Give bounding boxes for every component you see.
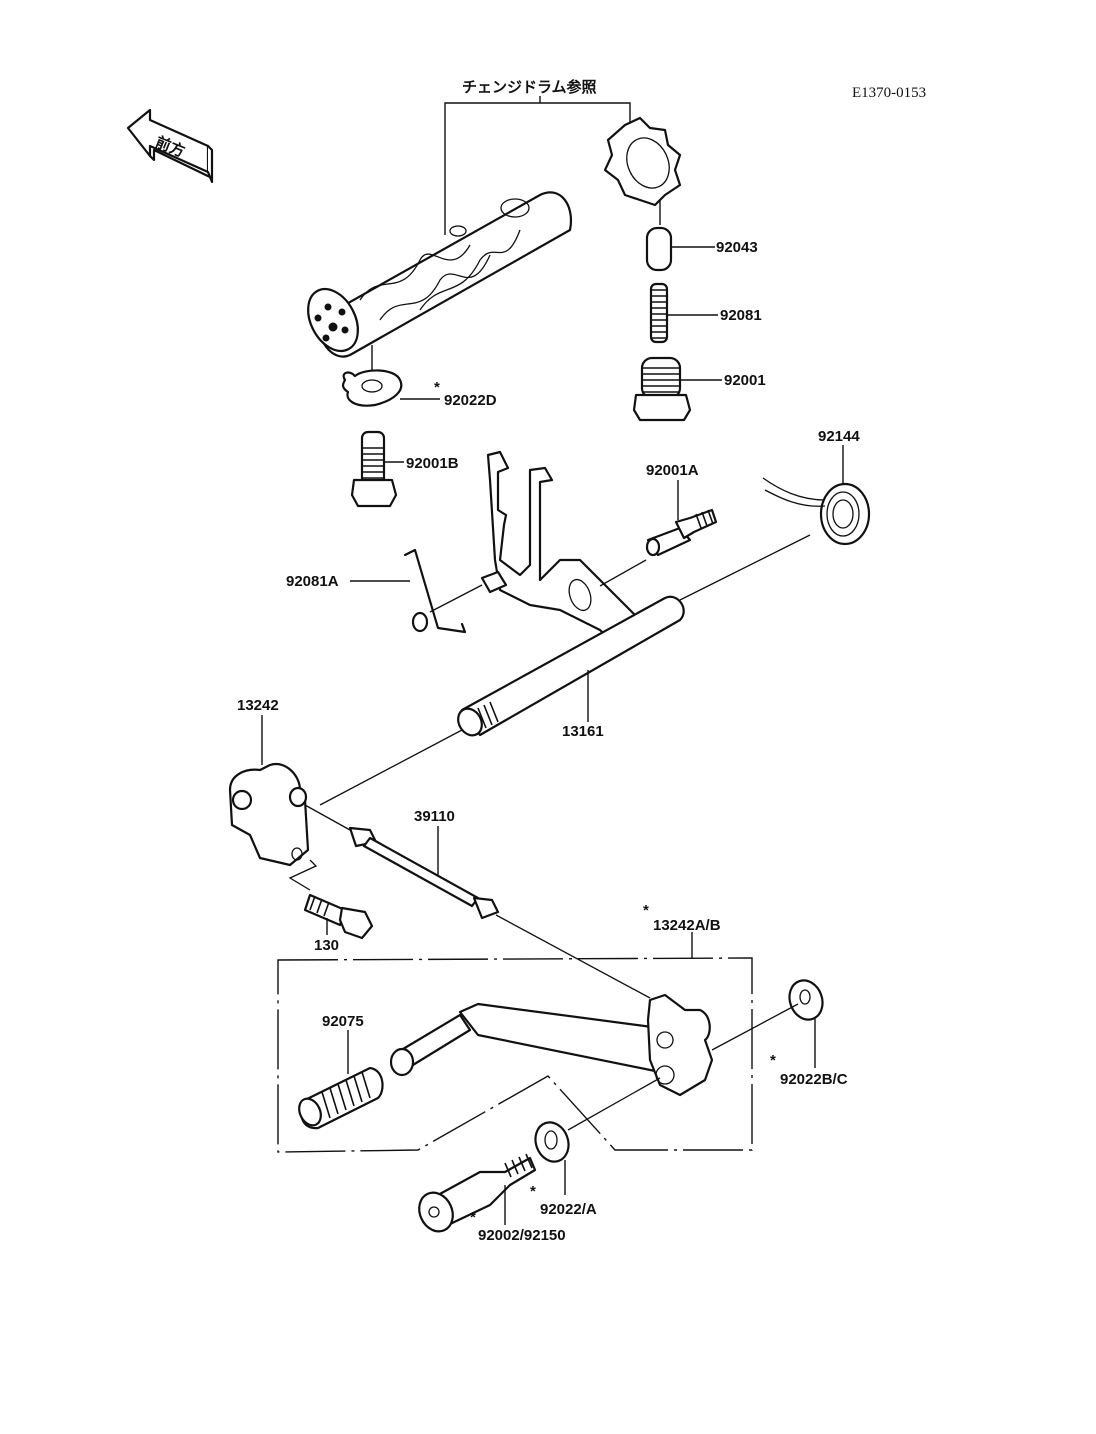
part-92075-pedal-rubber: 92075 — [298, 1013, 384, 1130]
label-130: 130 — [314, 937, 339, 954]
part-13242AB-shift-pedal — [389, 993, 714, 1097]
label-92002-92150: 92002/92150 — [478, 1227, 566, 1244]
part-92081-spring: 92081 — [649, 282, 762, 344]
diagram-reference-code: E1370-0153 — [852, 85, 926, 101]
label-92075: 92075 — [322, 1013, 364, 1030]
label-92022A: 92022/A — [540, 1201, 597, 1218]
label-92022D: 92022D — [444, 392, 497, 409]
change-drum-star-wheel — [603, 116, 682, 207]
label-13242AB: 13242A/B — [653, 917, 721, 934]
asterisk-13242AB: * — [643, 902, 649, 919]
label-92001A: 92001A — [646, 462, 699, 479]
shift-pedal-group-outline: * 13242A/B — [277, 902, 753, 1153]
asterisk-92022D: * — [434, 379, 440, 396]
asterisk-92002: * — [470, 1209, 476, 1226]
asterisk-92022A: * — [530, 1183, 536, 1200]
label-92144: 92144 — [818, 428, 860, 445]
part-92001A-stud: 92001A — [645, 462, 718, 557]
part-92081A-spring: 92081A — [286, 548, 467, 634]
part-92022D-washer: * 92022D — [341, 369, 497, 409]
part-13242-shift-lever: 13242 — [228, 697, 310, 867]
change-drum-reference-note: チェンジドラム参照 — [462, 78, 597, 96]
change-drum — [307, 191, 573, 358]
label-92001: 92001 — [724, 372, 766, 389]
label-92081A: 92081A — [286, 573, 339, 590]
label-39110: 39110 — [414, 808, 455, 825]
part-92001-plug: 92001 — [632, 356, 766, 422]
part-92022A-washer: * 92022/A — [530, 1121, 597, 1218]
part-39110-tie-rod: 39110 — [304, 804, 500, 920]
change-drum-bracket — [444, 96, 631, 235]
part-92022BC-washer: * 92022B/C — [770, 979, 848, 1088]
part-13161-shift-shaft: 13161 — [457, 595, 685, 740]
part-92144-torsion-spring: 92144 — [762, 428, 871, 546]
label-92022BC: 92022B/C — [780, 1071, 848, 1088]
label-92001B: 92001B — [406, 455, 459, 472]
label-92081: 92081 — [720, 307, 762, 324]
part-92043-pin: 92043 — [645, 226, 758, 272]
label-13161: 13161 — [562, 723, 604, 740]
part-92002-pivot-bolt: * 92002/92150 — [418, 1153, 566, 1244]
asterisk-92022BC: * — [770, 1052, 776, 1069]
front-direction-arrow-icon: 前方 — [126, 108, 214, 184]
part-130-bolt: 130 — [303, 893, 374, 954]
shift-arm-assembly — [480, 450, 642, 652]
label-13242: 13242 — [237, 697, 279, 714]
part-92001B-bolt: 92001B — [350, 430, 459, 508]
label-92043: 92043 — [716, 239, 758, 256]
